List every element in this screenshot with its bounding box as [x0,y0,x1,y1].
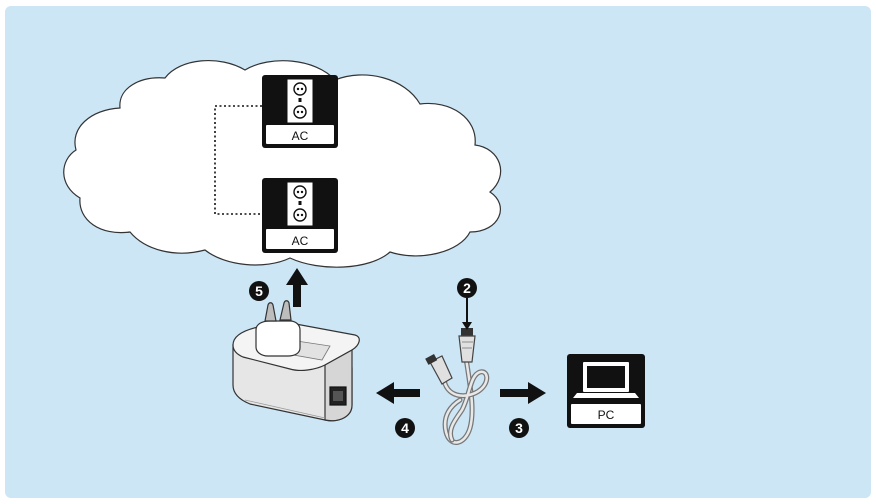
wall-outlet-icon [262,75,338,148]
step-number-5: 5 [255,283,263,299]
step-badge-5: 5 [249,281,269,301]
cloud-shape [63,59,502,268]
arrow-left-icon [376,382,420,404]
step-badge-4: 4 [395,418,415,438]
powerline-link-dotted [214,105,262,215]
ethernet-cable-icon [425,328,490,445]
laptop-icon [567,354,645,428]
step-badge-3: 3 [509,418,529,438]
socket-top-label: AC [292,129,309,143]
powerline-adapter-icon [232,300,360,422]
pc-label: PC [598,408,615,422]
wall-outlet-icon [262,178,338,253]
step-number-2: 2 [463,280,471,296]
step-badge-2: 2 [457,278,477,298]
arrow-right-icon [500,382,546,404]
step-number-4: 4 [401,420,409,436]
arrow-up-icon [286,268,308,307]
step-number-3: 3 [515,420,523,436]
socket-bottom-label: AC [292,234,309,248]
step-2-pointer-head [462,322,472,330]
